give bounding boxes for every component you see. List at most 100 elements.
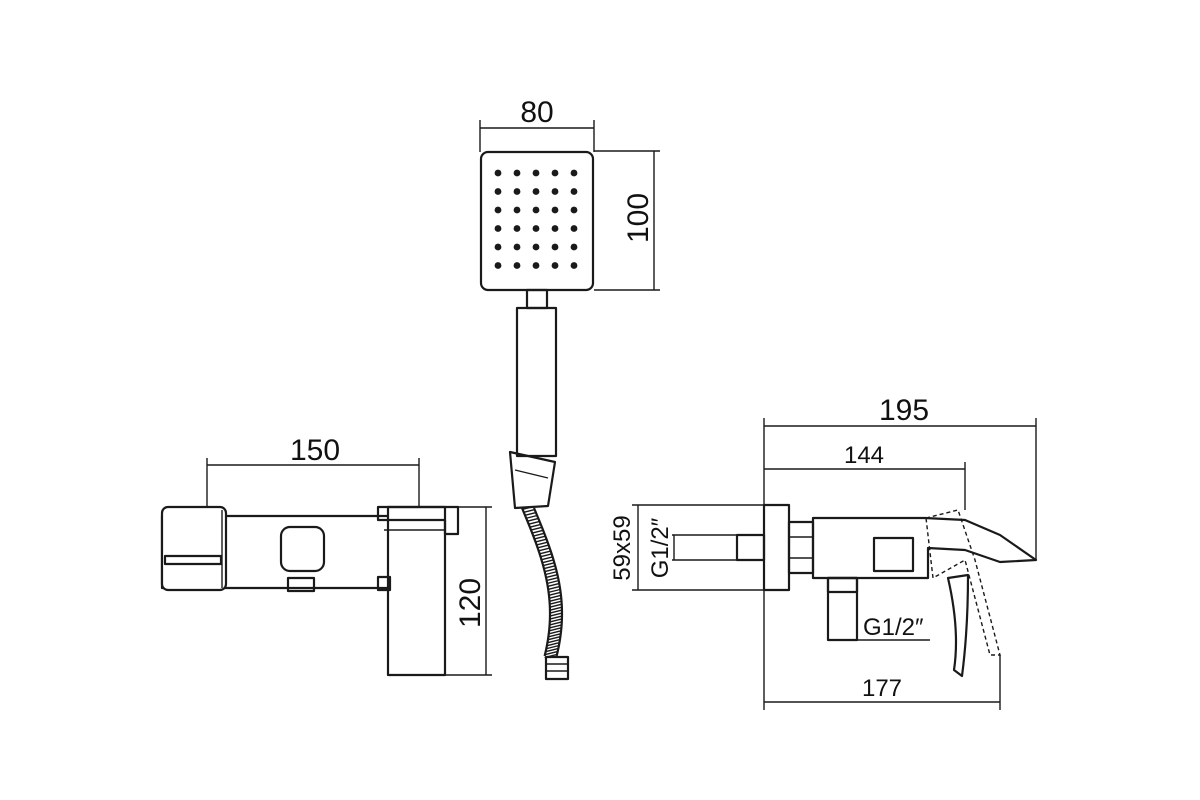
nozzle-dot bbox=[551, 206, 559, 214]
hose-coil bbox=[545, 650, 558, 656]
hose-coil bbox=[538, 547, 551, 552]
hose-coil bbox=[539, 553, 553, 558]
hose-coil bbox=[547, 636, 561, 641]
lever-swing-outline bbox=[925, 509, 1001, 656]
hose-coil bbox=[549, 597, 562, 602]
hose-coil bbox=[533, 535, 547, 540]
hose-coil bbox=[548, 594, 562, 599]
nozzle-dot bbox=[494, 206, 502, 214]
hose-coil bbox=[549, 600, 562, 605]
dim-handshower-height: 100 bbox=[622, 193, 655, 243]
nozzle-dot bbox=[570, 188, 578, 195]
hose-coil bbox=[538, 550, 552, 555]
side-cartridge bbox=[872, 536, 915, 573]
hose-coil bbox=[521, 505, 535, 511]
dim-mixer-height: 120 bbox=[454, 578, 487, 628]
nozzle-dot bbox=[570, 262, 578, 269]
hose-edge bbox=[520, 507, 552, 657]
hose-coil bbox=[540, 556, 554, 561]
hose-coil bbox=[548, 630, 562, 635]
shower-holder-bracket bbox=[508, 450, 557, 510]
nozzle-dot bbox=[570, 169, 578, 177]
nozzle-dot bbox=[494, 225, 502, 232]
side-outlet bbox=[826, 576, 859, 642]
dim-side-spout: 144 bbox=[844, 442, 884, 469]
hose-coil bbox=[545, 573, 558, 579]
diverter-knob bbox=[279, 525, 326, 573]
hose-coil bbox=[549, 606, 563, 611]
mixer-left-cap bbox=[160, 505, 228, 592]
mixer-knurl bbox=[163, 554, 223, 566]
nozzle-dot bbox=[513, 169, 521, 177]
shower-hose bbox=[520, 505, 564, 659]
hose-coil bbox=[549, 621, 562, 626]
dim-wall-plate: 59x59 bbox=[609, 515, 636, 580]
hose-coil bbox=[543, 565, 556, 570]
nozzle-dot bbox=[494, 243, 502, 251]
hose-coil bbox=[548, 588, 561, 594]
hose-coil bbox=[546, 579, 560, 585]
hose-coil bbox=[546, 576, 559, 582]
hose-coil bbox=[547, 639, 560, 644]
nozzle-dot bbox=[551, 243, 559, 251]
hose-coil bbox=[532, 532, 545, 537]
hose-coil bbox=[549, 618, 563, 623]
hose-coil bbox=[526, 517, 540, 523]
hose-coil bbox=[547, 641, 560, 647]
nozzle-dot bbox=[570, 243, 578, 251]
hose-coil bbox=[535, 541, 549, 546]
nozzle-dot bbox=[513, 225, 521, 232]
hose-coil bbox=[529, 523, 542, 528]
mixer-column bbox=[386, 505, 447, 677]
hose-coil bbox=[536, 544, 550, 549]
nozzle-dot bbox=[570, 206, 578, 214]
hose-coil bbox=[523, 508, 536, 514]
side-body bbox=[811, 516, 1038, 580]
hand-shower-view: 80 100 bbox=[479, 96, 660, 681]
nozzle-dot bbox=[551, 262, 559, 269]
hose-coil bbox=[542, 562, 555, 567]
hose-coil bbox=[548, 591, 561, 597]
hose-coil bbox=[549, 615, 563, 620]
inlet-thread-label: G1/2″ bbox=[647, 517, 674, 578]
shower-nozzles bbox=[494, 169, 578, 269]
nozzle-dot bbox=[532, 243, 540, 251]
nozzle-dot bbox=[513, 262, 521, 269]
hose-nut bbox=[544, 655, 570, 681]
nozzle-dot bbox=[551, 188, 559, 195]
hose-coil bbox=[525, 514, 538, 520]
nozzle-dot bbox=[494, 188, 502, 195]
hose-coil bbox=[545, 647, 559, 653]
hose-coil bbox=[546, 644, 559, 650]
dim-side-lever: 177 bbox=[862, 675, 902, 702]
nozzle-dot bbox=[494, 169, 502, 177]
wall-plate bbox=[762, 503, 791, 592]
hose-coil bbox=[524, 511, 537, 517]
side-outlet-top bbox=[826, 576, 859, 594]
nozzle-dot bbox=[532, 225, 540, 232]
hose-coil bbox=[531, 529, 544, 534]
mixer-front-view: 150 120 bbox=[160, 434, 492, 677]
nozzle-dot bbox=[532, 169, 540, 177]
hose-coil bbox=[527, 520, 541, 525]
nozzle-dot bbox=[513, 188, 521, 195]
nozzle-dot bbox=[551, 169, 559, 177]
shower-handle-neck bbox=[525, 288, 549, 310]
nozzle-dot bbox=[532, 188, 540, 195]
dim-handshower-width: 80 bbox=[520, 96, 553, 129]
nozzle-dot bbox=[551, 225, 559, 232]
outlet-thread-label: G1/2″ bbox=[863, 614, 924, 641]
hose-coil bbox=[547, 585, 561, 591]
mixer-side-view: 195 144 177 59x59 G1/2″ bbox=[609, 394, 1038, 710]
inlet-connector bbox=[735, 533, 766, 562]
hose-coil bbox=[549, 612, 563, 617]
shower-handle bbox=[515, 306, 558, 458]
hose-coil bbox=[549, 624, 562, 629]
nozzle-dot bbox=[532, 206, 540, 214]
nozzle-dot bbox=[494, 262, 502, 269]
hose-coil bbox=[547, 582, 560, 588]
bottom-outlet bbox=[286, 576, 316, 593]
dim-mixer-width: 150 bbox=[290, 434, 340, 467]
hose-coil bbox=[544, 570, 558, 576]
